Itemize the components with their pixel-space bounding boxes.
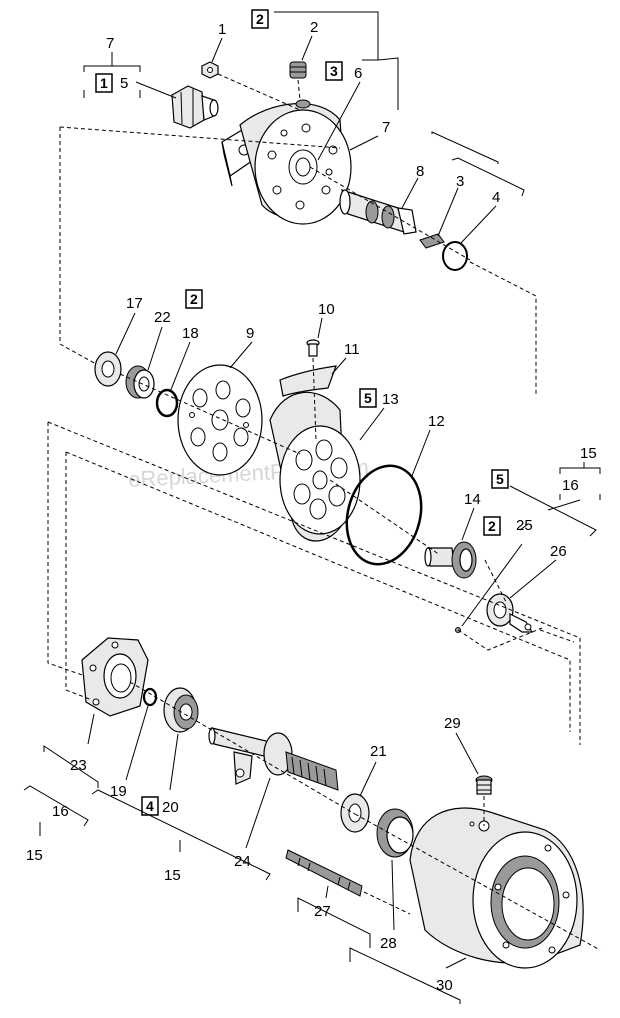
- snap-ring-19-part: [142, 687, 158, 707]
- label-28: 28: [380, 935, 397, 952]
- label-tag-part: [279, 365, 337, 397]
- part-labels: 7 1 2 5 6 7 8 3 4 17 22 18 9 10 11 13 12…: [26, 19, 597, 994]
- label-3: 3: [456, 173, 464, 190]
- label-16-right: 16: [562, 477, 579, 494]
- label-24: 24: [234, 853, 251, 870]
- o-ring-part: [345, 464, 423, 566]
- end-cover-part: [221, 99, 352, 225]
- assembly-lines: [47, 73, 601, 951]
- box-label-4: 4: [146, 798, 154, 814]
- label-4: 4: [492, 189, 500, 206]
- box-label-2-top: 2: [256, 11, 264, 27]
- label-5: 5: [120, 75, 128, 92]
- box-label-5-mid: 5: [364, 390, 372, 406]
- box-label-2-mid: 2: [190, 291, 198, 307]
- bearing-21-part: [340, 793, 370, 833]
- label-30: 30: [436, 977, 453, 994]
- snap-ring-part: [442, 241, 468, 271]
- label-12: 12: [428, 413, 445, 430]
- label-19: 19: [110, 783, 127, 800]
- box-label-1: 1: [100, 75, 108, 91]
- label-8: 8: [416, 163, 424, 180]
- label-2-top: 2: [310, 19, 318, 36]
- bearing-20-part: [163, 687, 199, 733]
- label-9: 9: [246, 325, 254, 342]
- boxed-labels: 2 3 1 2 5 5 2 4: [95, 9, 509, 816]
- box-label-5-right: 5: [496, 471, 504, 487]
- label-15-lower: 15: [164, 867, 181, 884]
- label-10: 10: [318, 301, 335, 318]
- box-label-2-right: 2: [488, 518, 496, 534]
- bearing-17-part: [94, 351, 122, 387]
- leader-lines: [23, 11, 601, 1004]
- label-29: 29: [444, 715, 461, 732]
- label-16-left: 16: [52, 803, 69, 820]
- drive-link-part: [424, 541, 477, 579]
- fitting-29-part: [475, 775, 493, 795]
- label-7-left: 7: [106, 35, 114, 52]
- key-part: [419, 233, 445, 249]
- stud-part: [285, 849, 363, 897]
- lever-plug-part: [486, 593, 534, 633]
- label-15-right: 15: [580, 445, 597, 462]
- label-11: 11: [344, 341, 360, 358]
- output-shaft-part: [208, 727, 339, 791]
- label-15-left: 15: [26, 847, 43, 864]
- label-13: 13: [382, 391, 399, 408]
- label-7-right: 7: [382, 119, 390, 136]
- label-17: 17: [126, 295, 143, 312]
- washer-18-part: [155, 388, 179, 418]
- label-27: 27: [314, 903, 331, 920]
- fitting-part: [171, 85, 219, 129]
- bearing-22-part: [125, 365, 155, 399]
- gerotor-part: [269, 391, 361, 542]
- screw-part: [306, 339, 320, 357]
- label-14: 14: [464, 491, 481, 508]
- nut-part: [201, 61, 219, 79]
- label-1: 1: [218, 21, 226, 38]
- spool-part: [339, 189, 417, 235]
- plug-part: [289, 61, 307, 79]
- seal-part: [376, 808, 414, 858]
- label-20: 20: [162, 799, 179, 816]
- flange-part: [81, 637, 149, 717]
- label-23: 23: [70, 757, 87, 774]
- label-6: 6: [354, 65, 362, 82]
- valve-plate-part: [177, 364, 263, 476]
- label-21: 21: [370, 743, 387, 760]
- label-25: 25: [516, 517, 533, 534]
- label-18: 18: [182, 325, 199, 342]
- label-22: 22: [154, 309, 171, 326]
- box-label-3: 3: [330, 63, 338, 79]
- housing-part: [409, 807, 584, 969]
- label-26: 26: [550, 543, 567, 560]
